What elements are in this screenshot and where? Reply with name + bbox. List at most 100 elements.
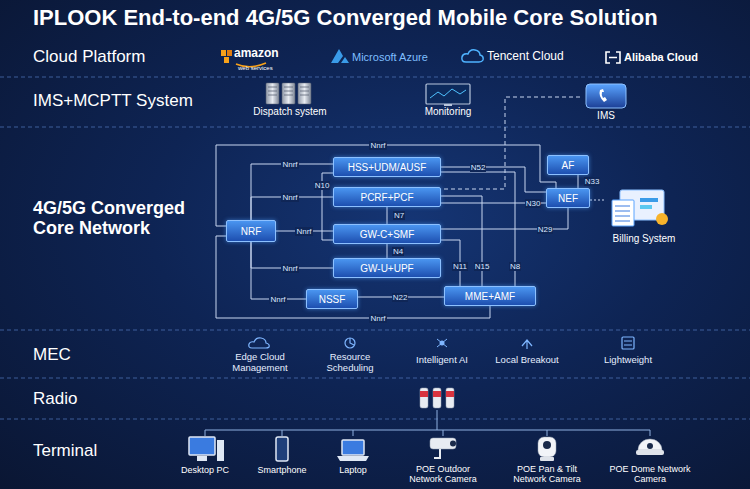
- device-caption: Desktop PC: [170, 465, 240, 475]
- bullet-camera: [430, 438, 456, 449]
- node-label: HSS+UDM/AUSF: [348, 162, 427, 173]
- interface-label: Nnrf: [281, 160, 298, 169]
- icon-caption: Dispatch system: [245, 106, 335, 117]
- interface-label: N4: [392, 247, 404, 256]
- icon-caption: Monitoring: [408, 106, 488, 117]
- interface-label: Nnrf: [369, 141, 386, 150]
- logo-text: Microsoft Azure: [352, 51, 428, 63]
- pc-tower: [217, 440, 224, 461]
- monitor-graph: [430, 89, 466, 98]
- band-heading: IMS+MCPTT System: [33, 91, 193, 110]
- logo-text: web services: [238, 65, 273, 72]
- lightweight-icon: [622, 337, 634, 349]
- interface-link: [251, 164, 333, 220]
- band-divider: [0, 330, 750, 331]
- billing-line: [615, 211, 630, 212]
- band-divider: [0, 378, 750, 379]
- logo-text: amazon: [234, 47, 279, 60]
- device-caption: POE Dome Network Camera: [605, 464, 695, 484]
- node-label: NEF: [558, 193, 578, 204]
- node-label: Billing System: [613, 233, 676, 244]
- pc-monitor: [189, 437, 215, 455]
- terminal-drop: [547, 430, 548, 436]
- icon-node: IMS: [580, 83, 632, 121]
- interface-label: N30: [525, 199, 542, 208]
- interface-label: N22: [392, 293, 409, 302]
- server-tower: [266, 83, 279, 104]
- network-function-box: MME+AMF: [444, 286, 536, 306]
- radio-link: [437, 410, 438, 430]
- billing-bar: [640, 205, 652, 209]
- band-heading: Radio: [33, 389, 77, 408]
- billing-bar: [640, 198, 658, 202]
- server-slot: [300, 87, 309, 88]
- interface-link: [578, 175, 579, 188]
- camera-mount: [434, 449, 440, 458]
- dome-camera: [638, 439, 662, 450]
- logo-text: Tencent Cloud: [487, 50, 564, 63]
- band-heading: Terminal: [33, 441, 97, 460]
- interface-label: Nnrf: [281, 264, 298, 273]
- antenna: [433, 388, 441, 408]
- interface-link: [251, 242, 306, 299]
- node-label: AF: [562, 160, 575, 171]
- server-slot: [268, 95, 277, 96]
- network-function-box: GW-U+UPF: [333, 258, 441, 278]
- server-tower: [282, 83, 295, 104]
- billing-line: [615, 206, 630, 207]
- breakout-icon: [522, 340, 532, 349]
- interface-label: N29: [537, 225, 554, 234]
- terminal-drop: [205, 430, 206, 436]
- network-function-box: PCRF+PCF: [333, 187, 441, 207]
- server-tower: [298, 83, 311, 104]
- mec-caption: Edge Cloud Management: [224, 352, 296, 373]
- terminal-bus: [205, 430, 650, 431]
- billing-line: [615, 216, 630, 217]
- interface-label: Nnrf: [281, 193, 298, 202]
- terminal-drop: [353, 430, 354, 436]
- interface-label: N52: [470, 163, 487, 172]
- antenna: [446, 388, 454, 408]
- ims-icon: [586, 84, 626, 108]
- interface-label: N11: [452, 262, 468, 271]
- band-heading: MEC: [33, 345, 71, 364]
- interface-label: N33: [584, 177, 601, 186]
- laptop-screen: [342, 440, 364, 455]
- terminal-drop: [443, 430, 444, 436]
- device-caption: Laptop: [323, 465, 383, 475]
- edge-cloud-icon: [249, 338, 269, 348]
- node-label: IMS: [597, 110, 615, 121]
- tencent-logo: [462, 50, 483, 62]
- network-function-box: NSSF: [306, 289, 358, 309]
- billing-coin: [656, 213, 668, 225]
- mec-caption: Intelligent AI: [402, 355, 482, 366]
- device-caption: Smartphone: [247, 465, 317, 475]
- azure-logo: [331, 49, 349, 63]
- aws-cube: [227, 50, 232, 56]
- mec-caption: Local Breakout: [487, 355, 567, 366]
- interface-link: [387, 244, 388, 258]
- smartphone-icon: [276, 437, 288, 461]
- billing-line: [615, 221, 630, 222]
- logo-text: Alibaba Cloud: [624, 51, 698, 63]
- server-slot: [268, 87, 277, 88]
- device-caption: POE Outdoor Network Camera: [400, 464, 486, 484]
- laptop-base: [337, 456, 369, 461]
- lightweight-icon: [624, 341, 632, 345]
- interface-link: [441, 196, 482, 286]
- band-heading: 4G/5G Converged Core Network: [33, 198, 211, 238]
- band-divider: [0, 127, 750, 128]
- network-function-box: NEF: [546, 188, 590, 208]
- interface-link: [441, 167, 546, 192]
- interface-label: Nnrf: [369, 314, 386, 323]
- camera-lens: [647, 443, 653, 449]
- terminal-drop: [282, 430, 283, 436]
- aws-cube: [224, 57, 229, 63]
- dome-base: [636, 450, 664, 455]
- interface-link: [590, 200, 604, 201]
- interface-label: N10: [314, 181, 331, 190]
- server-slot: [300, 91, 309, 92]
- band-divider: [0, 77, 750, 78]
- billing-paper: [612, 200, 634, 226]
